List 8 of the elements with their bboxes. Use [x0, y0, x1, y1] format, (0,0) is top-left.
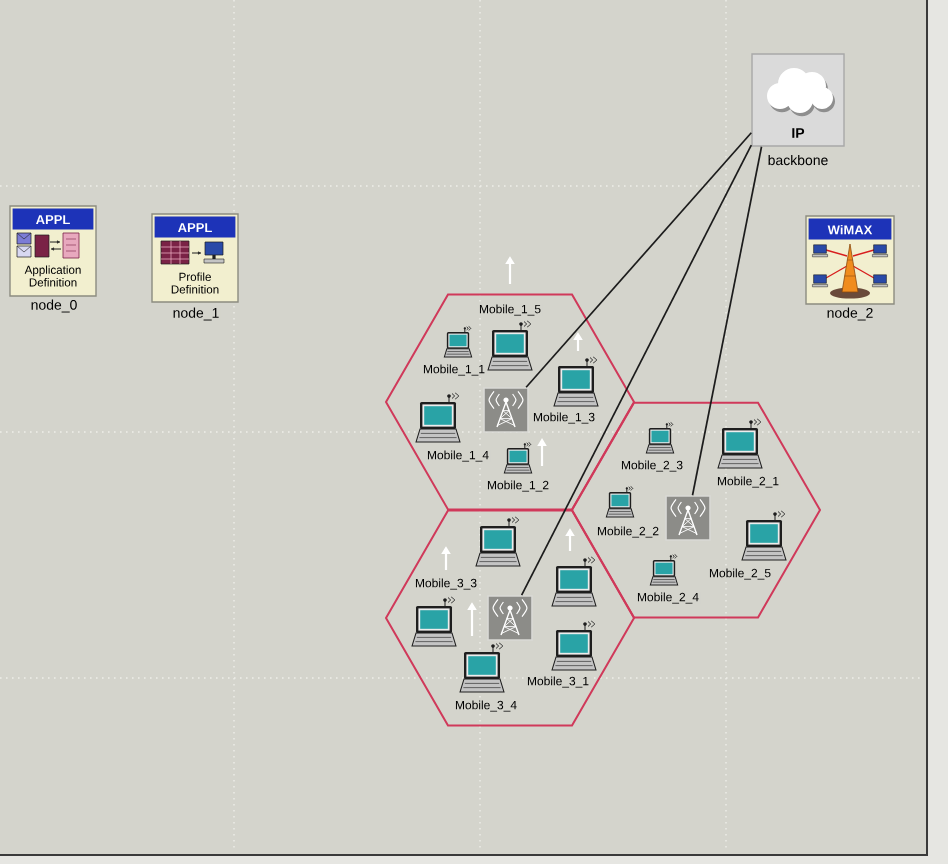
tower-icon	[665, 495, 711, 541]
link-line	[520, 144, 753, 597]
laptop-icon	[551, 556, 597, 607]
laptop-icon	[475, 516, 521, 567]
tower-icon	[483, 387, 529, 433]
tower-icon	[487, 595, 533, 641]
link-line	[525, 131, 753, 389]
link-line	[691, 145, 763, 497]
